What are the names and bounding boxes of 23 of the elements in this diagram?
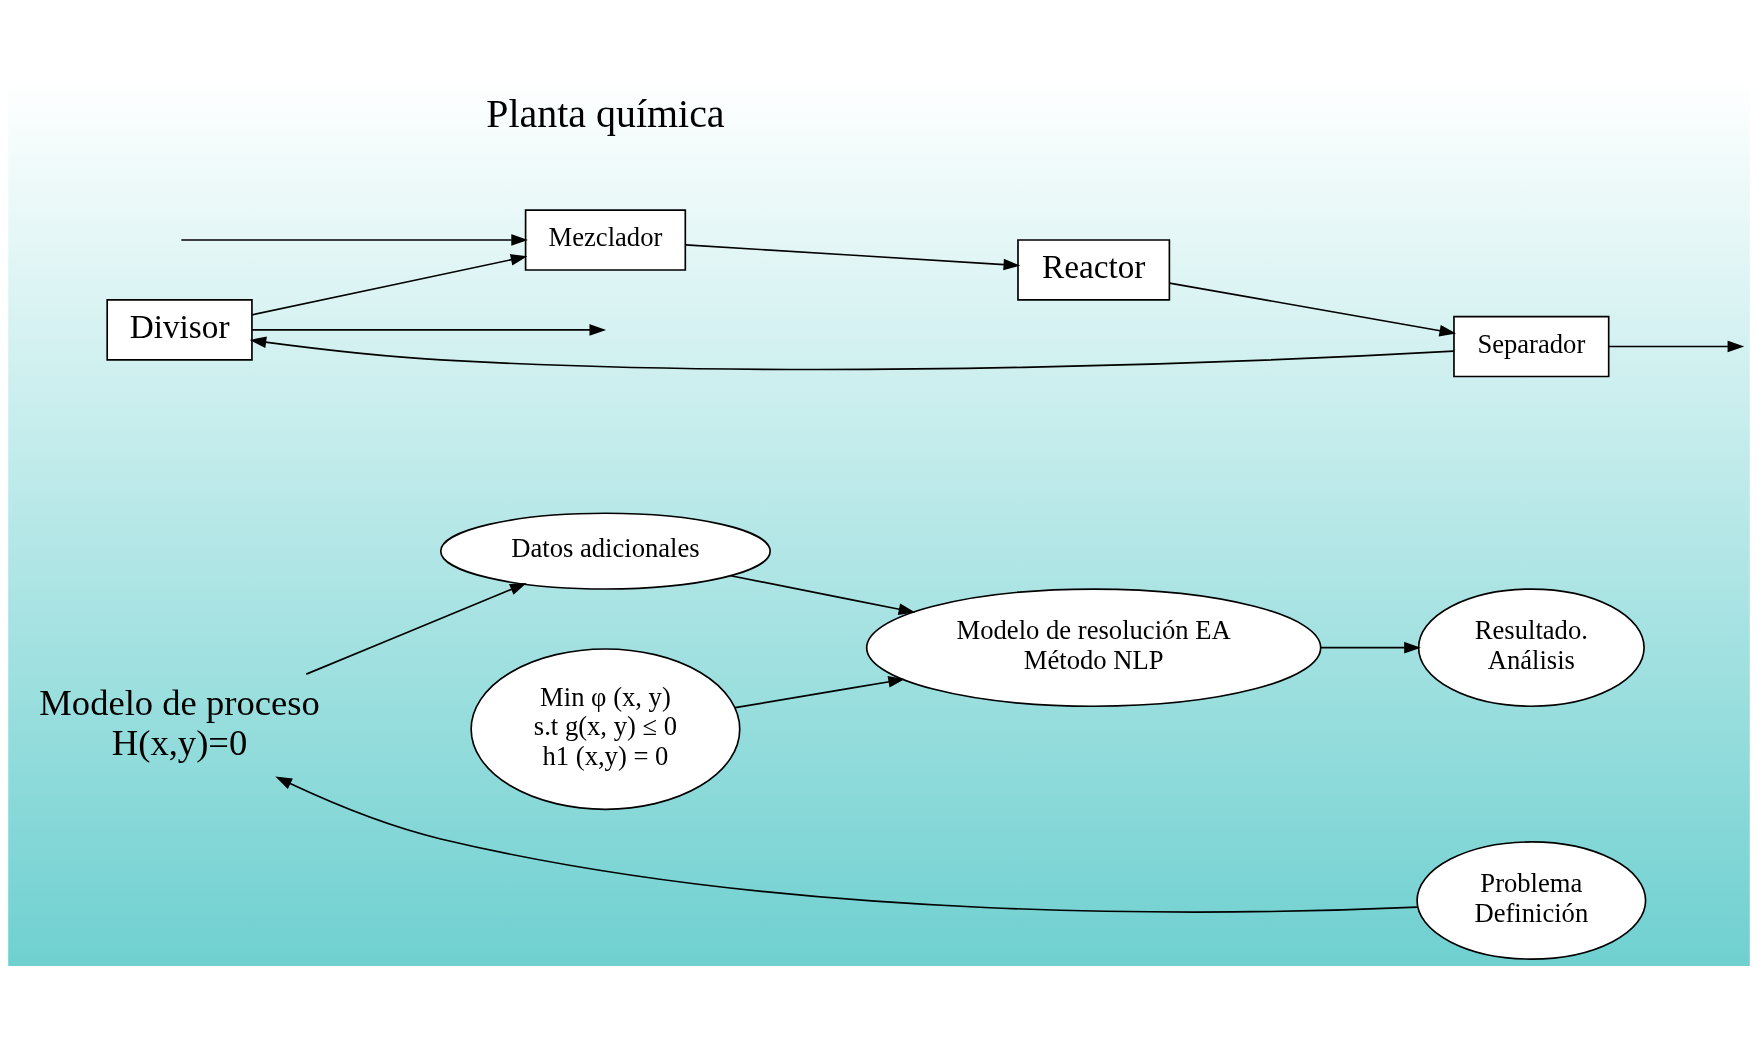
arrow bbox=[180, 234, 528, 246]
node-box: Divisor bbox=[106, 299, 253, 361]
arrow bbox=[1608, 340, 1745, 353]
arrow bbox=[275, 776, 1419, 913]
arrow bbox=[251, 324, 607, 336]
node-ellipse: Datos adicionales bbox=[439, 512, 771, 590]
arrow bbox=[1168, 282, 1457, 337]
arrow bbox=[249, 336, 1455, 371]
node-text: Modelo de proceso H(x,y)=0 bbox=[39, 682, 320, 764]
arrow bbox=[729, 574, 916, 615]
node-ellipse: Resultado. Análisis bbox=[1417, 588, 1645, 708]
arrow bbox=[1319, 641, 1421, 654]
arrow bbox=[305, 583, 527, 675]
node-ellipse: Modelo de resolución EA Método NLP bbox=[865, 588, 1322, 708]
arrow bbox=[684, 244, 1021, 271]
node-box: Reactor bbox=[1017, 239, 1171, 301]
label: Planta química bbox=[486, 91, 725, 137]
node-ellipse: Problema Definición bbox=[1416, 841, 1647, 960]
node-box: Mezclador bbox=[524, 209, 687, 271]
node-box: Separador bbox=[1453, 315, 1610, 378]
node-ellipse: Min φ (x, y) s.t g(x, y) ≤ 0 h1 (x,y) = 0 bbox=[470, 648, 741, 811]
arrow bbox=[734, 676, 905, 709]
arrow bbox=[251, 254, 528, 316]
